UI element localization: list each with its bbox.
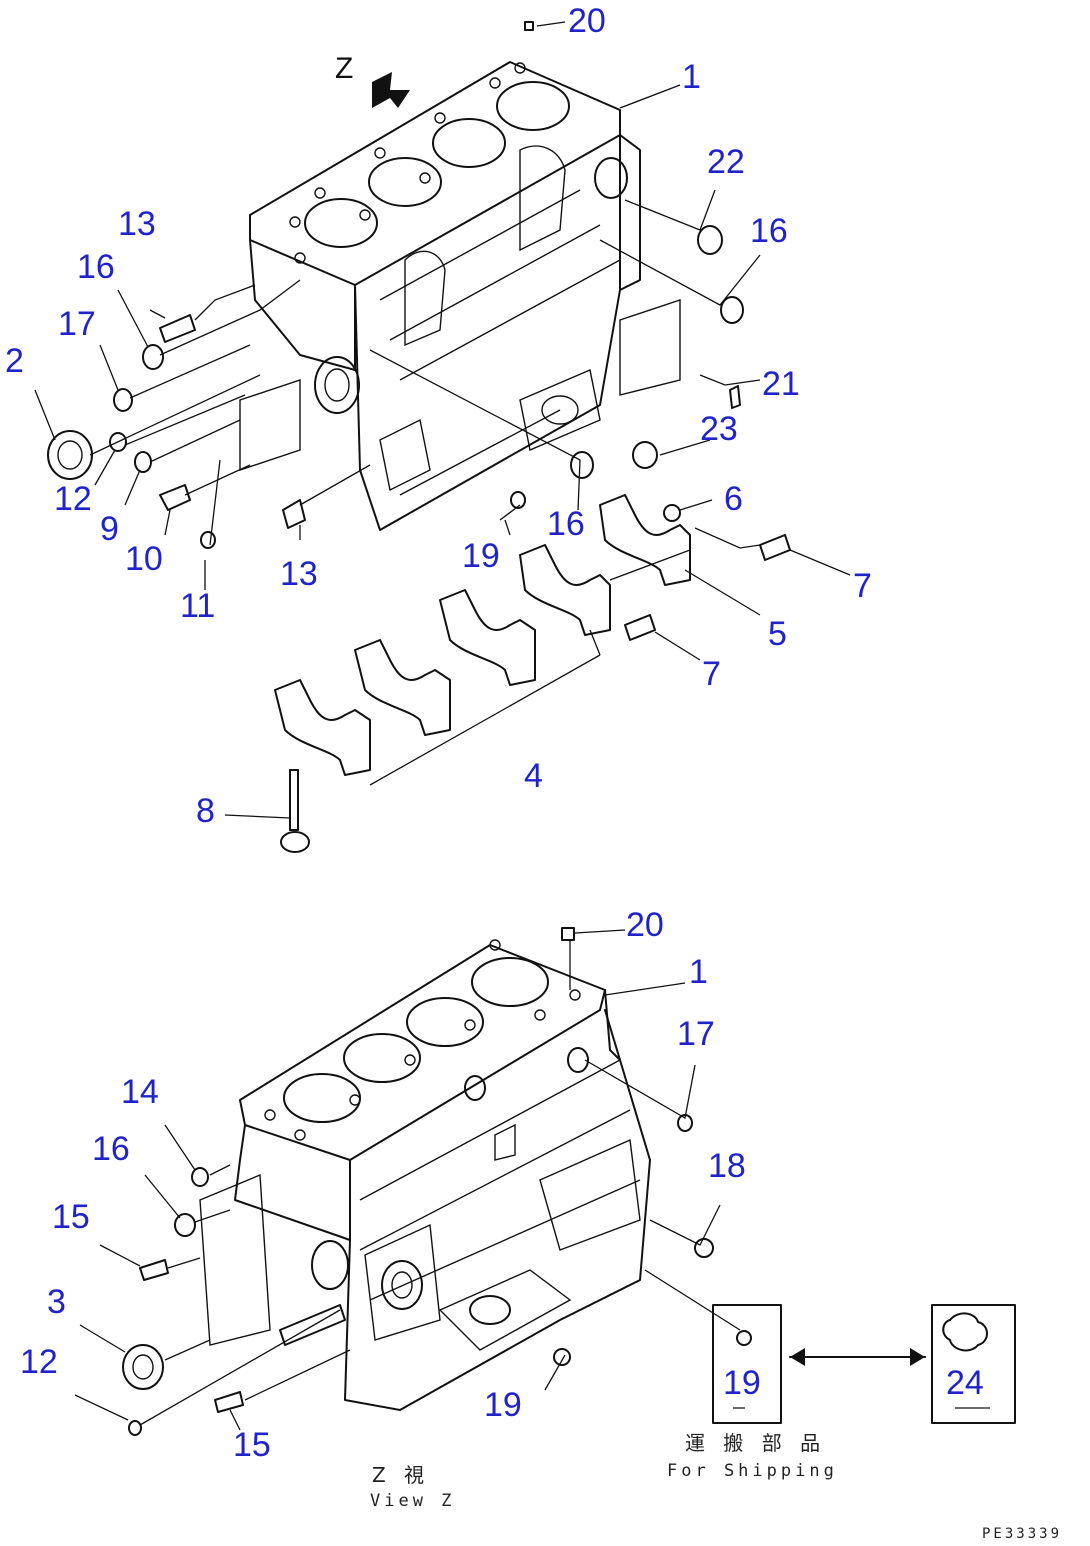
callout-12-top: 12 xyxy=(54,480,92,518)
callout-1-top: 1 xyxy=(682,58,701,96)
callout-19-bottom: 19 xyxy=(484,1386,522,1424)
callout-15-upper: 15 xyxy=(52,1198,90,1236)
view-note-en: View Z xyxy=(370,1491,455,1511)
shipping-note-jp: 運 搬 部 品 xyxy=(685,1431,826,1455)
callout-3: 3 xyxy=(47,1283,66,1321)
callout-16-center: 16 xyxy=(547,505,585,543)
callout-16-left: 16 xyxy=(77,248,115,286)
callout-20-top: 20 xyxy=(568,2,606,40)
callout-10: 10 xyxy=(125,540,163,578)
small-parts-top xyxy=(47,21,791,853)
callout-6: 6 xyxy=(724,480,743,518)
callout-5: 5 xyxy=(768,615,787,653)
callout-21: 21 xyxy=(762,365,800,403)
callout-18: 18 xyxy=(708,1147,746,1185)
callout-17-top: 17 xyxy=(58,305,96,343)
main-bearing-caps xyxy=(274,494,691,786)
callout-9: 9 xyxy=(100,510,119,548)
cylinder-block-bottom-drawing xyxy=(199,939,651,1411)
callout-7-lower: 7 xyxy=(702,655,721,693)
callout-16-right: 16 xyxy=(750,212,788,250)
callout-13-upper: 13 xyxy=(118,205,156,243)
callout-16-bottom: 16 xyxy=(92,1130,130,1168)
callout-12-bottom: 12 xyxy=(20,1343,58,1381)
leader-lines-top xyxy=(34,21,851,819)
leader-lines-bottom xyxy=(74,929,741,1431)
callout-8: 8 xyxy=(196,792,215,830)
drawing-code: PE33339 xyxy=(982,1526,1062,1542)
view-marker-z: Z xyxy=(335,52,353,85)
callout-15-lower: 15 xyxy=(233,1426,271,1464)
callout-13-lower: 13 xyxy=(280,555,318,593)
callout-11: 11 xyxy=(180,587,215,625)
callout-19-box: 19 xyxy=(723,1364,761,1402)
callout-22: 22 xyxy=(707,143,745,181)
view-note-jp: Z 視 xyxy=(372,1463,430,1487)
callout-23: 23 xyxy=(700,410,738,448)
callout-24-box: 24 xyxy=(946,1364,984,1402)
cylinder-block-top-drawing xyxy=(239,61,681,531)
callout-20-bottom: 20 xyxy=(626,906,664,944)
callouts-bottom: 20 1 17 14 16 18 15 3 12 19 15 19 24 xyxy=(20,906,984,1464)
callout-1-bottom: 1 xyxy=(689,953,708,991)
shipping-note-en: For Shipping xyxy=(667,1461,838,1481)
callouts-top: 20 1 22 16 13 16 17 2 21 23 12 9 10 11 1… xyxy=(5,2,872,830)
callout-14: 14 xyxy=(121,1073,159,1111)
callout-7-right: 7 xyxy=(853,567,872,605)
callout-4: 4 xyxy=(524,757,543,795)
callout-2: 2 xyxy=(5,342,24,380)
callout-17-bottom: 17 xyxy=(677,1015,715,1053)
callout-19-top: 19 xyxy=(462,537,500,575)
small-parts-bottom xyxy=(122,927,988,1436)
shipping-parts-boxes xyxy=(712,1304,1016,1424)
